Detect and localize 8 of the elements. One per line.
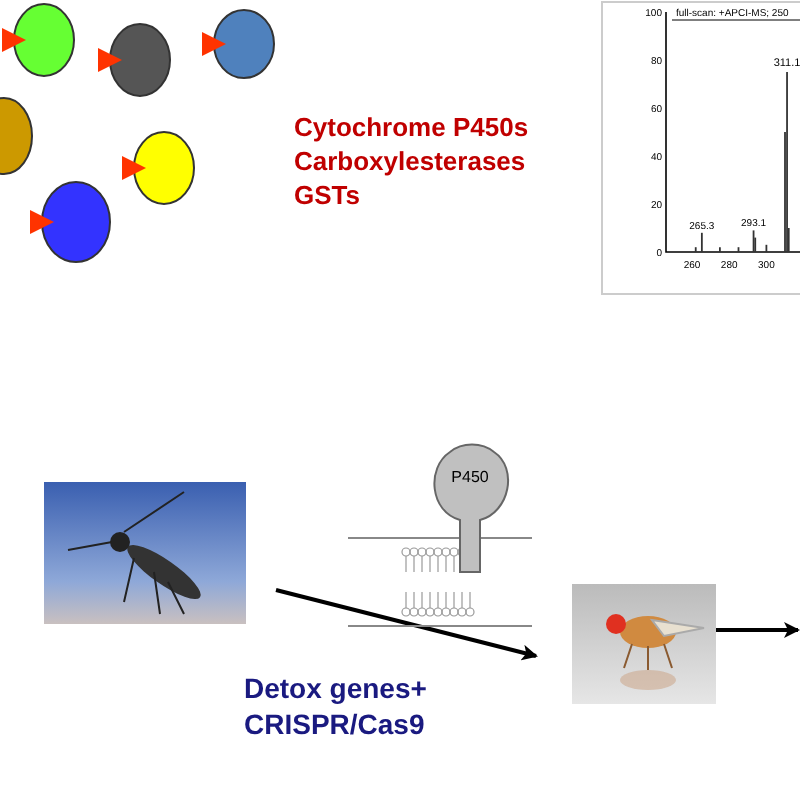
arrow bbox=[716, 622, 800, 638]
enzyme-class-label: Cytochrome P450s bbox=[294, 112, 529, 144]
fly-photo bbox=[572, 584, 716, 704]
enzyme-class-label: Carboxylesterases bbox=[294, 146, 526, 178]
enzyme-class-label: GSTs bbox=[294, 180, 360, 212]
mosquito-photo bbox=[44, 482, 246, 624]
protein-label: P450 bbox=[449, 468, 491, 486]
arrow bbox=[275, 588, 538, 661]
